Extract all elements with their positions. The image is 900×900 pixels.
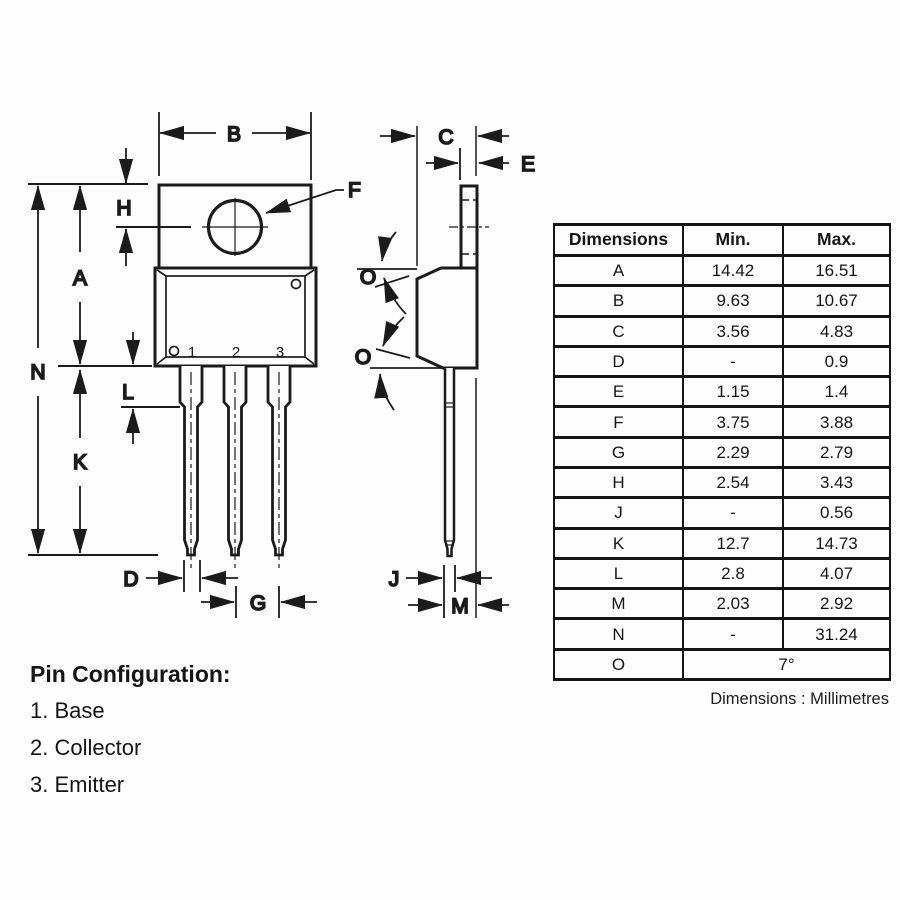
lead-side	[443, 368, 456, 558]
header-max: Max.	[782, 222, 891, 258]
dim-label-k: K	[73, 451, 87, 474]
angle-value-cell: 7°	[682, 647, 891, 682]
pin-configuration: Pin Configuration: 1. Base 2. Collector …	[30, 661, 231, 809]
table-header-row: Dimensions Min. Max.	[553, 222, 891, 258]
dim-label-n: N	[30, 361, 45, 384]
dim-O-bottom	[370, 316, 443, 411]
dim-L	[121, 332, 180, 444]
dim-H	[28, 148, 191, 266]
dim-F-leader	[265, 189, 344, 214]
dim-label-f: F	[348, 179, 361, 202]
dim-C	[380, 126, 509, 266]
side-view: C E O O	[354, 125, 536, 619]
package-body-front	[153, 266, 318, 368]
pin-number-2: 2	[232, 344, 240, 361]
dim-label-c: C	[438, 126, 453, 149]
dim-B	[158, 112, 312, 180]
dim-label-e: E	[521, 153, 535, 176]
dim-G	[201, 586, 317, 618]
pin-config-title: Pin Configuration:	[30, 661, 231, 687]
table-caption: Dimensions : Millimetres	[710, 690, 889, 708]
dim-label-g: G	[250, 592, 266, 615]
hole-centerlines	[202, 198, 268, 256]
body-bevel-inner	[165, 275, 306, 358]
table-row: N-31.24	[553, 617, 891, 651]
dim-J	[406, 565, 492, 618]
pin-item-emitter: 3. Emitter	[30, 772, 125, 797]
pin-number-1: 1	[188, 344, 196, 361]
dim-label-l: L	[122, 381, 134, 404]
ejector-mark-top-right	[290, 278, 302, 290]
dim-label-h: H	[116, 197, 131, 220]
front-view: 1 2 3	[28, 112, 362, 618]
table-row: J-0.56	[553, 496, 891, 530]
dim-N	[28, 184, 158, 556]
dim-label-d: D	[123, 568, 138, 591]
package-body-side	[415, 266, 479, 370]
body-bevel-corners	[156, 269, 315, 365]
pin-item-base: 1. Base	[30, 698, 105, 723]
dim-label-j: J	[389, 568, 400, 591]
header-dimensions: Dimensions	[553, 222, 684, 258]
dim-D	[146, 560, 238, 592]
tab-hidden-hole-lines	[462, 199, 476, 255]
dim-label-b: B	[227, 123, 241, 146]
table-row: D-0.9	[553, 344, 891, 379]
lead-bend-marks	[445, 402, 454, 546]
table-row-angle: O 7°	[553, 647, 891, 682]
pin-item-collector: 2. Collector	[30, 735, 142, 760]
header-min: Min.	[682, 222, 784, 258]
dim-label-m: M	[451, 595, 469, 618]
lead-centerlines	[190, 372, 280, 572]
dim-label-o-bottom: O	[355, 346, 371, 369]
dim-label-o-top: O	[360, 266, 376, 289]
dim-label-a: A	[73, 267, 87, 290]
pin-number-3: 3	[276, 344, 284, 361]
dim-E	[426, 148, 509, 180]
package-outline-drawing: 1 2 3	[28, 112, 536, 619]
dim-O-top	[357, 231, 417, 315]
ejector-mark-bottom-left	[168, 345, 180, 357]
dim-A	[58, 184, 152, 367]
